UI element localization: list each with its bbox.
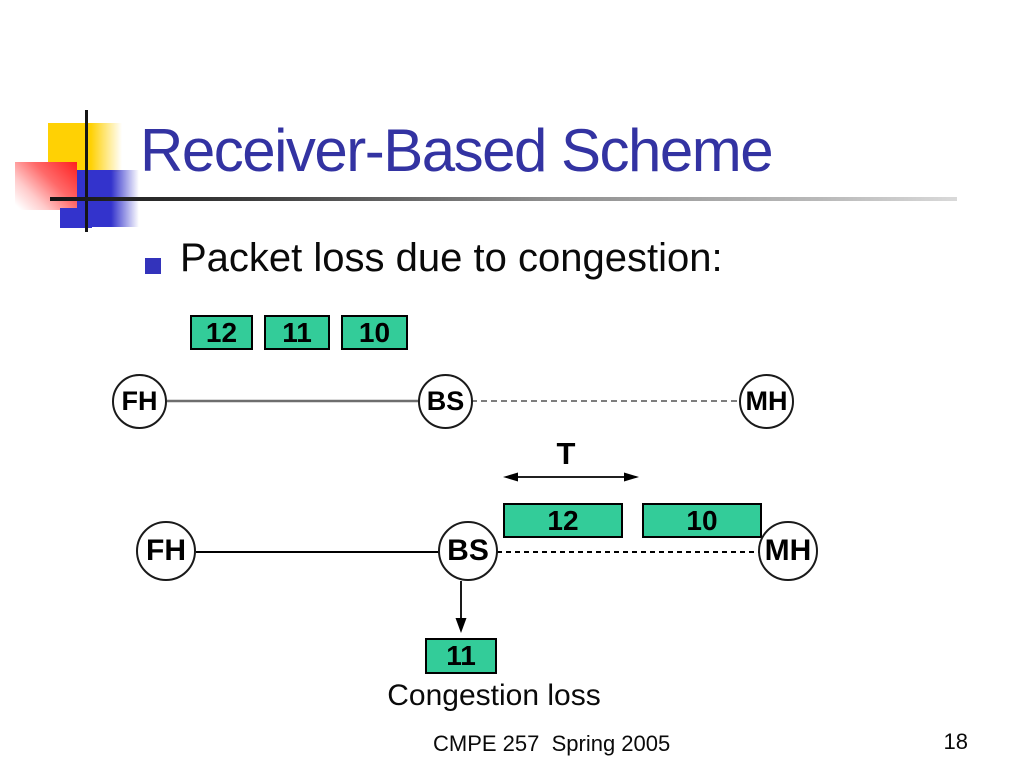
title-underline: [50, 197, 957, 201]
lost-packet-box: 11: [425, 638, 497, 674]
node-mh-row2: MH: [758, 521, 818, 581]
packet-box: 10: [341, 315, 408, 350]
packet-box: 12: [503, 503, 623, 538]
drop-arrowhead: [455, 618, 467, 633]
node-bs-row1: BS: [418, 374, 473, 429]
timer-label: T: [556, 436, 576, 471]
bullet-marker: [145, 258, 161, 274]
deco-vertical-line: [85, 110, 88, 232]
page-title: Receiver-Based Scheme: [140, 117, 774, 184]
bullet-text: Packet loss due to congestion:: [180, 236, 723, 280]
deco-red-square: [15, 162, 77, 210]
congestion-loss-caption: Congestion loss: [387, 679, 601, 712]
timer-arrowhead-right: [624, 472, 639, 482]
node-fh-row1: FH: [112, 374, 167, 429]
footer-course-label: CMPE 257 Spring 2005: [433, 731, 671, 756]
node-bs-row2: BS: [438, 521, 498, 581]
packet-box: 11: [264, 315, 330, 350]
footer-page-number: 18: [943, 729, 968, 754]
timer-arrowhead-left: [503, 472, 518, 482]
node-mh-row1: MH: [739, 374, 794, 429]
node-fh-row2: FH: [136, 521, 196, 581]
packet-box: 10: [642, 503, 762, 538]
packet-box: 12: [190, 315, 253, 350]
